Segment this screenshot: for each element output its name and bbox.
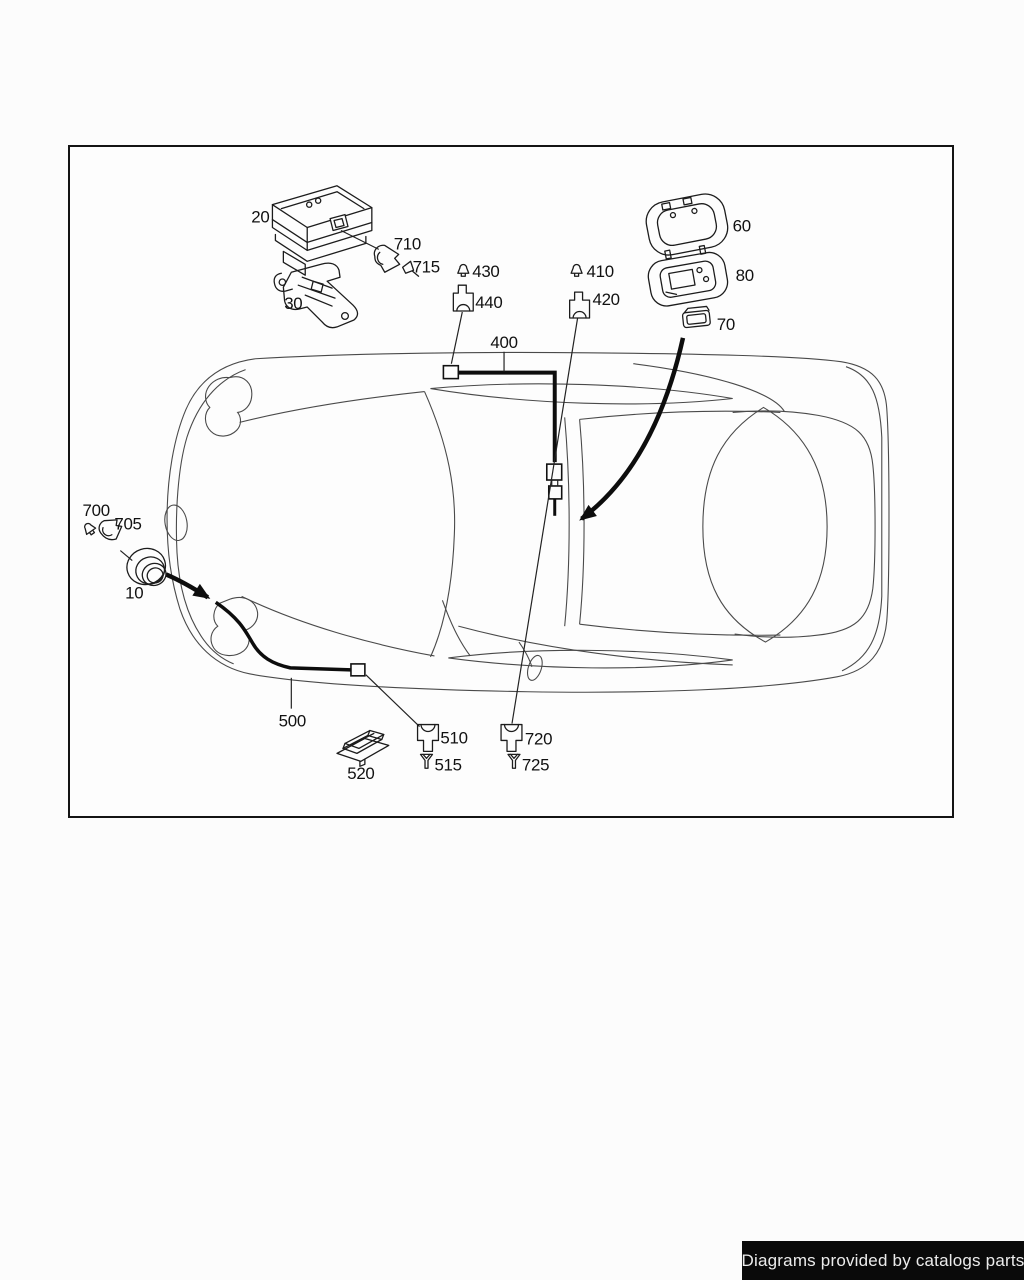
callout-515: 515 xyxy=(434,755,461,774)
callout-510: 510 xyxy=(440,728,467,747)
part-20-control-module-icon xyxy=(271,185,373,276)
part-720-connector-icon xyxy=(500,723,523,753)
callout-720: 720 xyxy=(525,729,552,748)
callout-420: 420 xyxy=(593,290,620,309)
module-port xyxy=(329,213,349,232)
headlight-left-sketch xyxy=(204,376,253,437)
part-70-connector-icon xyxy=(681,305,711,329)
callout-10: 10 xyxy=(125,583,143,602)
routing-arrow xyxy=(579,337,686,521)
callout-705: 705 xyxy=(114,515,141,534)
harness-400-roof-connector xyxy=(442,364,460,380)
part-700-bulb-icon xyxy=(84,522,97,536)
part-510-connector-icon xyxy=(416,723,440,753)
callout-500: 500 xyxy=(279,712,306,731)
callout-80: 80 xyxy=(736,266,754,285)
callout-60: 60 xyxy=(733,216,751,235)
part-515-screw-icon xyxy=(419,753,434,769)
footer-attribution-bar: Diagrams provided by catalogs parts xyxy=(742,1241,1024,1280)
part-430-bulb-icon xyxy=(457,263,470,277)
trunk-lid-sketch xyxy=(702,406,828,643)
part-705-connector-icon xyxy=(98,519,123,541)
callout-20: 20 xyxy=(251,208,269,227)
parts-diagram-frame: 20 710 715 30 430 440 400 410 420 60 80 … xyxy=(68,145,954,818)
callout-70: 70 xyxy=(717,315,735,334)
cable-500 xyxy=(165,572,366,677)
callout-710: 710 xyxy=(394,234,421,253)
leader-lines xyxy=(119,229,579,727)
parts-diagram-canvas: 20 710 715 30 430 440 400 410 420 60 80 … xyxy=(83,185,890,784)
part-60-bezel-icon xyxy=(645,193,729,260)
car-top-view-outline xyxy=(164,351,890,693)
part-420-connector-icon xyxy=(569,291,591,319)
callout-700: 700 xyxy=(83,501,110,520)
harness-400-cable xyxy=(442,364,563,516)
front-grille-sketch xyxy=(164,504,188,542)
cable-500-connector xyxy=(350,663,366,677)
windshield-sketch xyxy=(424,391,456,658)
callout-30: 30 xyxy=(284,294,302,313)
door-handle-sketch xyxy=(526,654,543,681)
callout-725: 725 xyxy=(522,755,549,774)
part-715-connector-icon xyxy=(402,260,420,277)
part-80-lamp-unit-icon xyxy=(647,251,729,307)
callout-labels: 20 710 715 30 430 440 400 410 420 60 80 … xyxy=(83,208,755,784)
part-725-screw-icon xyxy=(507,753,521,769)
callout-430: 430 xyxy=(472,262,499,281)
part-10-lamp-socket-icon xyxy=(126,547,167,587)
footer-attribution-text: Diagrams provided by catalogs parts xyxy=(741,1250,1024,1270)
callout-410: 410 xyxy=(587,262,614,281)
inline-connector-upper xyxy=(545,463,563,481)
part-710-connector-icon xyxy=(373,244,401,273)
callout-520: 520 xyxy=(347,764,374,783)
callout-715: 715 xyxy=(413,257,440,276)
headlight-right-sketch xyxy=(210,596,259,657)
callout-400: 400 xyxy=(490,333,517,352)
callout-440: 440 xyxy=(475,293,502,312)
part-520-bracket-icon xyxy=(336,729,390,767)
part-440-connector-icon xyxy=(452,284,474,312)
part-410-bulb-icon xyxy=(570,263,583,277)
part-30-bracket-icon xyxy=(273,262,359,329)
